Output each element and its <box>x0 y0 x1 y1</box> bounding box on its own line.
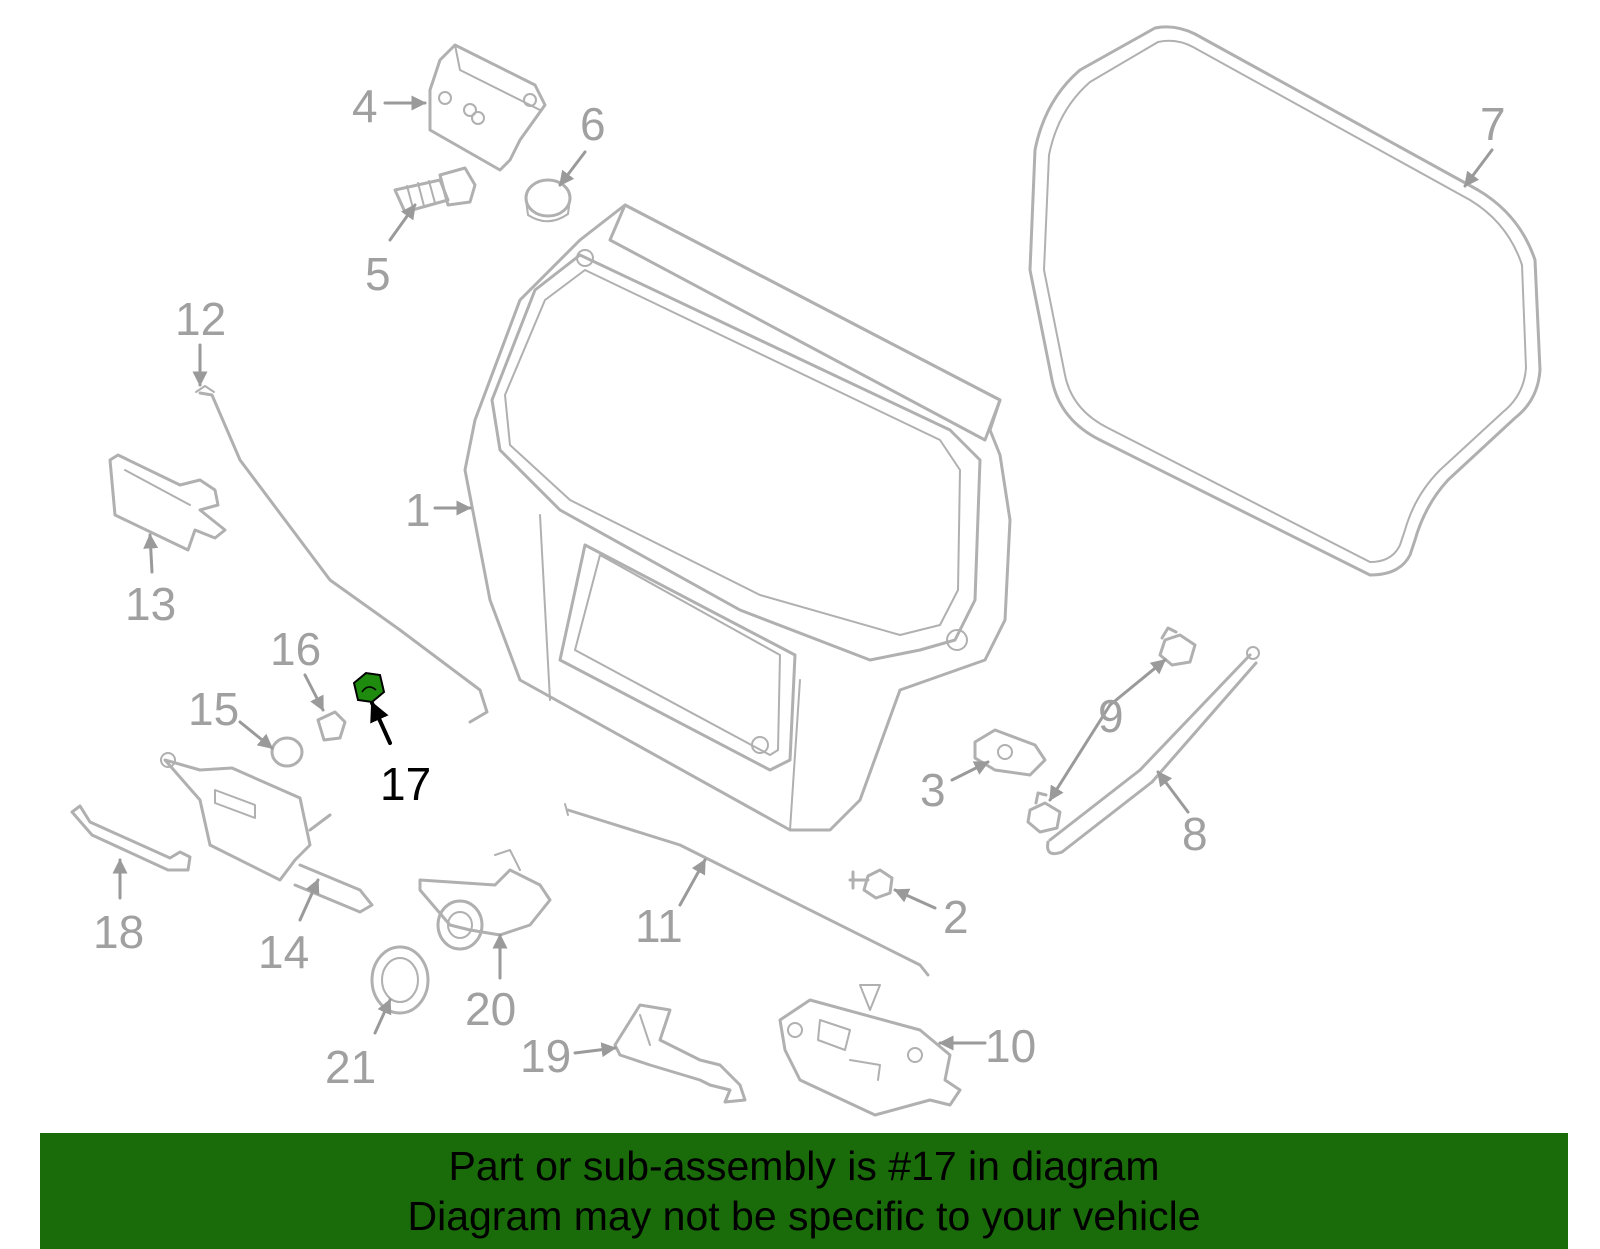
leader-6 <box>558 150 587 187</box>
lock-cylinder-part-20 <box>418 849 552 951</box>
actuator-part-14 <box>160 752 374 914</box>
leader-16 <box>303 673 325 712</box>
strut-part-8 <box>1046 646 1260 856</box>
ball-stud-part-9 <box>1026 626 1197 834</box>
seal-ring-part-21 <box>370 945 430 1015</box>
callout-5: 5 <box>365 248 391 300</box>
leader-19 <box>573 1042 617 1058</box>
highlighted-part-17[interactable] <box>352 671 386 704</box>
callout-7: 7 <box>1480 98 1506 150</box>
leader-15 <box>238 720 274 750</box>
leader-9a <box>1108 658 1167 707</box>
callout-21: 21 <box>325 1041 376 1093</box>
weatherstrip-part-7 <box>1028 25 1542 577</box>
liftgate-part-1 <box>463 203 1012 832</box>
latch-part-10 <box>778 984 962 1117</box>
clip-part-16 <box>316 710 347 742</box>
callout-10: 10 <box>985 1020 1036 1072</box>
callout-20: 20 <box>465 983 516 1035</box>
callout-3: 3 <box>920 764 946 816</box>
rod-part-18 <box>70 804 192 872</box>
leader-9b <box>1048 703 1112 802</box>
callout-labels: 1 2 3 4 5 6 7 8 9 10 11 12 13 14 15 16 1… <box>93 80 1506 1093</box>
callout-17: 17 <box>380 758 431 810</box>
callout-8: 8 <box>1182 808 1208 860</box>
callout-18: 18 <box>93 906 144 958</box>
callout-2: 2 <box>943 891 969 943</box>
parts-diagram: 1 2 3 4 5 6 7 8 9 10 11 12 13 14 15 16 1… <box>70 25 1542 1117</box>
callout-16: 16 <box>270 623 321 675</box>
cable-part-12 <box>195 385 489 724</box>
callout-12: 12 <box>175 293 226 345</box>
callout-19: 19 <box>520 1030 571 1082</box>
callout-13: 13 <box>125 578 176 630</box>
callout-1: 1 <box>405 484 431 536</box>
banner-line-disclaimer: Diagram may not be specific to your vehi… <box>407 1193 1201 1239</box>
leader-5 <box>388 203 417 242</box>
callout-9: 9 <box>1098 690 1124 742</box>
callout-15: 15 <box>188 683 239 735</box>
leader-lines <box>112 95 1494 1058</box>
callout-14: 14 <box>258 926 309 978</box>
bumper-stop-part-2 <box>848 868 894 900</box>
leader-8 <box>1156 770 1190 814</box>
banner-line-part-number: Part or sub-assembly is #17 in diagram <box>448 1143 1160 1189</box>
rod-part-11 <box>564 803 930 977</box>
bracket-part-19 <box>613 1003 747 1104</box>
leader-17 <box>370 701 392 745</box>
clip-part-15 <box>270 736 304 768</box>
hinge-part-4 <box>428 43 547 172</box>
leader-11 <box>678 858 707 907</box>
leader-14 <box>298 878 320 922</box>
cap-part-6 <box>524 178 572 223</box>
leader-7 <box>1463 148 1494 188</box>
bracket-part-3 <box>973 728 1047 777</box>
leader-3 <box>950 760 990 782</box>
callout-11: 11 <box>635 900 683 952</box>
info-banner: Part or sub-assembly is #17 in diagram D… <box>40 1133 1568 1249</box>
callout-4: 4 <box>352 80 378 132</box>
leader-21 <box>373 998 392 1035</box>
leader-13 <box>143 533 159 574</box>
callout-6: 6 <box>580 98 606 150</box>
leader-2 <box>893 888 937 910</box>
handle-bracket-part-13 <box>108 453 227 552</box>
bolt-part-5 <box>393 166 477 214</box>
